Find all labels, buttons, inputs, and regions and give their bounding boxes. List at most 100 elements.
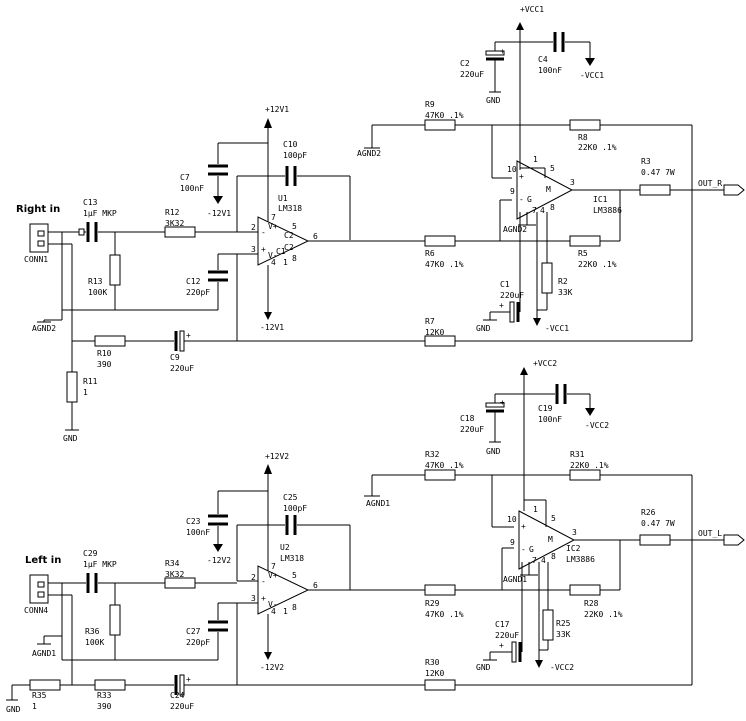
c24-value: 220uF — [170, 702, 194, 711]
r30-value: 12K0 — [425, 669, 444, 678]
r6-resistor — [424, 235, 456, 247]
r13-resistor — [109, 254, 121, 286]
mvcc1-r2-label: -VCC1 — [545, 324, 569, 333]
out-r-label: OUT_R — [698, 179, 722, 188]
r36-resistor — [109, 604, 121, 636]
out-l-port[interactable] — [723, 534, 745, 546]
r12-label: R12 — [165, 208, 180, 217]
vcc1-arrow — [516, 22, 524, 30]
r32-resistor — [424, 469, 456, 481]
r13-label: R13 — [88, 277, 103, 286]
c2-value: 220uF — [460, 70, 484, 79]
m12v1-c7-label: -12V1 — [207, 209, 231, 218]
r36-value: 100K — [85, 638, 104, 647]
svg-text:+: + — [500, 47, 505, 56]
svg-text:2: 2 — [251, 573, 256, 582]
c2-capacitor — [485, 50, 505, 56]
svg-text:6: 6 — [313, 232, 318, 241]
c10-value: 100pF — [283, 151, 307, 160]
svg-text:8: 8 — [550, 203, 555, 212]
r13-value: 100K — [88, 288, 107, 297]
r7-resistor — [424, 335, 456, 347]
out-r-port[interactable] — [723, 184, 745, 196]
r12-value: 3K32 — [165, 219, 184, 228]
c19-label: C19 — [538, 404, 553, 413]
r9-resistor — [424, 119, 456, 131]
svg-text:V+: V+ — [268, 222, 278, 231]
r34-resistor — [164, 577, 196, 589]
conn4-connector[interactable] — [29, 574, 49, 604]
c4-value: 100nF — [538, 66, 562, 75]
svg-text:-: - — [261, 577, 266, 586]
svg-text:9: 9 — [510, 187, 515, 196]
ic2-title: LM3886 — [566, 555, 595, 564]
r29-value: 47K0 .1% — [425, 610, 464, 619]
r6-value: 47K0 .1% — [425, 260, 464, 269]
r25-label: R25 — [556, 619, 571, 628]
r12-resistor — [164, 226, 196, 238]
r11-value: 1 — [83, 388, 88, 397]
svg-text:1: 1 — [533, 155, 538, 164]
u1-label: U1 — [278, 194, 288, 203]
r31-value: 22K0 .1% — [570, 461, 609, 470]
svg-text:1: 1 — [283, 258, 288, 267]
svg-text:3: 3 — [251, 594, 256, 603]
gnd-c18-label: GND — [486, 447, 501, 456]
r35-label: R35 — [32, 691, 47, 700]
c4-label: C4 — [538, 55, 548, 64]
conn1-connector[interactable] — [29, 223, 49, 253]
c17-value: 220uF — [495, 631, 519, 640]
r10-value: 390 — [97, 360, 112, 369]
r30-label: R30 — [425, 658, 440, 667]
svg-text:+: + — [499, 301, 504, 310]
m12v2-u2-label: -12V2 — [260, 663, 284, 672]
svg-text:8: 8 — [292, 603, 297, 612]
agnd1-left-label: AGND1 — [32, 649, 56, 658]
c24-label: C24 — [170, 691, 185, 700]
r11-label: R11 — [83, 377, 98, 386]
svg-text:5: 5 — [292, 571, 297, 580]
out-l-label: OUT_L — [698, 529, 722, 538]
svg-text:3: 3 — [570, 178, 575, 187]
p12v1-label: +12V1 — [265, 105, 289, 114]
c2-label: C2 — [460, 59, 470, 68]
r26-resistor — [639, 534, 671, 546]
svg-text:9: 9 — [510, 538, 515, 547]
c29-label: C29 — [83, 549, 98, 558]
svg-text:+: + — [261, 594, 266, 603]
r7-value: 12K0 — [425, 328, 444, 337]
svg-text:10: 10 — [507, 515, 517, 524]
svg-text:M: M — [546, 185, 551, 194]
r2-value: 33K — [558, 288, 573, 297]
r6-label: R6 — [425, 249, 435, 258]
r33-value: 390 — [97, 702, 112, 711]
svg-text:+: + — [261, 245, 266, 254]
c18-value: 220uF — [460, 425, 484, 434]
m12v1-u1-label: -12V1 — [260, 323, 284, 332]
svg-text:+: + — [521, 522, 526, 531]
gnd-c2-label: GND — [486, 96, 501, 105]
c12-label: C12 — [186, 277, 201, 286]
r5-value: 22K0 .1% — [578, 260, 617, 269]
gnd-c17-label: GND — [476, 663, 491, 672]
c9-value: 220uF — [170, 364, 194, 373]
c12-value: 220pF — [186, 288, 210, 297]
r34-value: 3K32 — [165, 570, 184, 579]
svg-text:5: 5 — [292, 222, 297, 231]
svg-text:-: - — [521, 545, 526, 554]
conn1-label: CONN1 — [24, 255, 48, 264]
c10-label: C10 — [283, 140, 298, 149]
svg-text:C1: C1 — [276, 247, 286, 256]
c9-label: C9 — [170, 353, 180, 362]
svg-text:5: 5 — [551, 514, 556, 523]
c7-value: 100nF — [180, 184, 204, 193]
agnd1-ic-label: AGND1 — [503, 575, 527, 584]
svg-text:+: + — [186, 331, 191, 340]
svg-text:1: 1 — [533, 505, 538, 514]
r32-value: 47K0 .1% — [425, 461, 464, 470]
r29-label: R29 — [425, 599, 440, 608]
u1-opamp — [257, 216, 310, 266]
svg-text:V+: V+ — [268, 571, 278, 580]
c13-label: C13 — [83, 198, 98, 207]
